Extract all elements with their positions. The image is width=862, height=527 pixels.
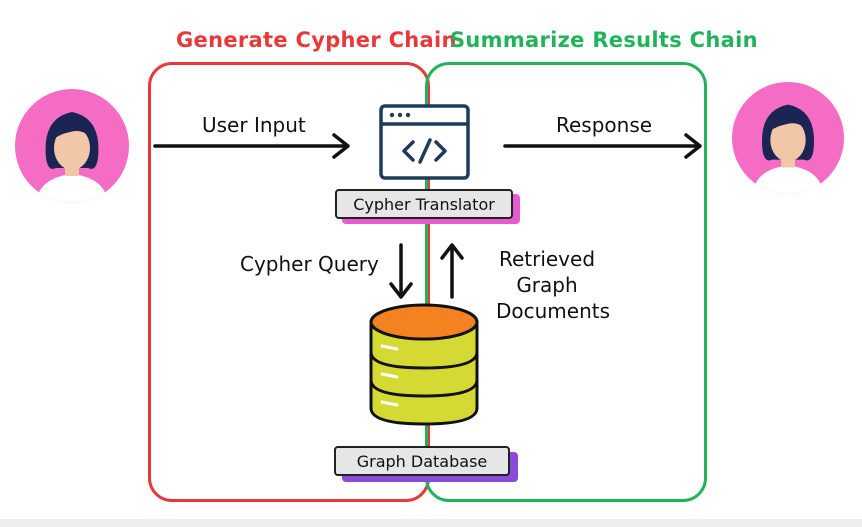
woman-avatar-icon [731,81,845,195]
bottom-strip [0,519,862,527]
up-arrow [440,243,464,299]
user-avatar-right [731,81,845,195]
summarize-chain-box [425,62,707,502]
retrieved-line-1: Retrieved [498,247,596,271]
response-label: Response [556,113,653,137]
retrieved-docs-label: Retrieved Graph Documents [496,246,611,324]
database-icon [369,303,479,426]
cypher-query-label: Cypher Query [240,252,379,276]
down-arrow [389,243,413,299]
user-input-arrow [153,133,350,159]
generate-chain-title: Generate Cypher Chain [176,28,457,52]
code-window-icon [379,104,470,180]
response-arrow [503,133,702,159]
retrieved-line-2: Graph [516,273,578,297]
woman-avatar-icon [15,89,129,203]
user-input-label: User Input [202,113,306,137]
generate-chain-box [148,62,430,502]
graph-database-tag: Graph Database [334,446,510,476]
summarize-chain-title: Summarize Results Chain [450,28,758,52]
user-avatar-left [15,89,129,203]
retrieved-line-3: Documents [496,299,611,323]
cypher-translator-tag: Cypher Translator [335,189,513,219]
